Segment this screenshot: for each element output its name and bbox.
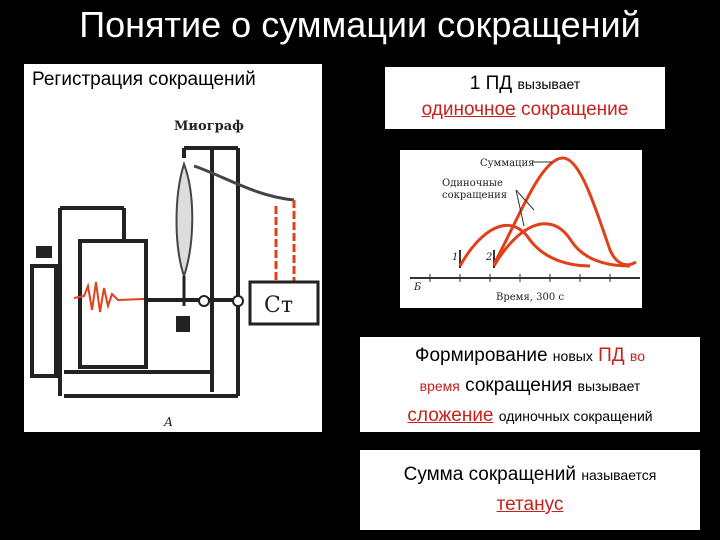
single-label: Одиночные bbox=[442, 178, 503, 189]
registration-label: Регистрация сокращений bbox=[24, 64, 322, 96]
stim-mark-1: 1 bbox=[452, 252, 458, 263]
contraction-word: сокращение bbox=[521, 99, 628, 120]
graph-letter-b: Б bbox=[413, 282, 422, 293]
stimulator-label: Ст bbox=[264, 293, 293, 318]
time-word: время bbox=[420, 378, 460, 394]
figure-letter-a: А bbox=[163, 415, 173, 429]
sum-label: Суммация bbox=[480, 158, 534, 169]
tetanus-word: тетанус bbox=[497, 494, 564, 515]
page-title: Понятие о суммации сокращений bbox=[0, 4, 720, 46]
sum-text: Сумма сокращений bbox=[404, 464, 576, 485]
pd-text: 1 ПД bbox=[470, 73, 512, 94]
new-word: новых bbox=[553, 348, 593, 364]
single-contractions-text: одиночных сокращений bbox=[499, 408, 653, 424]
sum-box: Сумма сокращений называется тетанус bbox=[360, 450, 700, 530]
myograph-illustration: Миограф Ст А bbox=[24, 96, 322, 432]
myograph-label: Миограф bbox=[174, 119, 244, 134]
single-pd-box: 1 ПД вызывает одиночное сокращение bbox=[385, 67, 665, 129]
single-label-2: сокращения bbox=[442, 190, 507, 201]
time-axis-label: Время, 300 с bbox=[496, 292, 564, 303]
single-word: одиночное bbox=[422, 99, 516, 120]
formation-box: Формирование новых ПД во время сокращени… bbox=[360, 337, 700, 432]
formation-word: Формирование bbox=[415, 345, 548, 366]
stim-mark-2: 2 bbox=[485, 252, 492, 263]
causes-text: вызывает bbox=[517, 76, 580, 92]
addition-word: сложение bbox=[407, 405, 493, 426]
causes-word: вызывает bbox=[578, 378, 641, 394]
pd-word: ПД bbox=[598, 345, 625, 366]
during-word: во bbox=[630, 348, 645, 364]
called-text: называется bbox=[581, 467, 656, 483]
contraction-word-2: сокращения bbox=[465, 375, 572, 396]
summation-graph: Суммация Одиночные сокращения 1 2 Б Врем… bbox=[400, 150, 642, 308]
